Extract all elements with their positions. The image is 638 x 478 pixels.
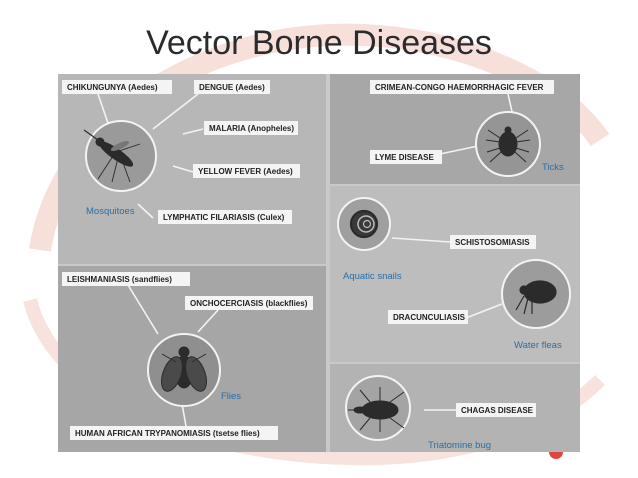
svg-text:CHAGAS DISEASE: CHAGAS DISEASE: [461, 406, 534, 415]
triatomine-caption: Triatomine bug: [428, 440, 491, 451]
tick-icon: [485, 126, 531, 163]
triatomine-bug-icon: [348, 387, 405, 432]
svg-text:MALARIA (Anopheles): MALARIA (Anopheles): [209, 124, 294, 133]
svg-text:LYME DISEASE: LYME DISEASE: [375, 153, 434, 162]
snail-icon: [349, 209, 379, 239]
mosquitoes-caption: Mosquitoes: [86, 206, 135, 217]
snail-flea-connectors: [391, 237, 503, 319]
ticks-caption: Ticks: [542, 162, 564, 173]
lyme-disease-label: LYME DISEASE: [370, 150, 442, 164]
water-flea-icon: [515, 280, 557, 315]
svg-text:ONCHOCERCIASIS (blackflies): ONCHOCERCIASIS (blackflies): [190, 299, 308, 308]
onchocerciasis-label: ONCHOCERCIASIS (blackflies): [185, 296, 313, 310]
slide-title: Vector Borne Diseases: [146, 24, 492, 62]
svg-text:HUMAN AFRICAN TRYPANOMIASIS (t: HUMAN AFRICAN TRYPANOMIASIS (tsetse flie…: [75, 429, 260, 438]
cchf-label: CRIMEAN-CONGO HAEMORRHAGIC FEVER: [370, 80, 554, 94]
flies-connectors: [127, 284, 219, 427]
svg-text:LYMPHATIC FILARIASIS (Culex): LYMPHATIC FILARIASIS (Culex): [163, 213, 285, 222]
flies-caption: Flies: [221, 391, 241, 402]
dracunculiasis-label: DRACUNCULIASIS: [388, 310, 468, 324]
fly-icon: [161, 346, 207, 392]
svg-text:CRIMEAN-CONGO HAEMORRHAGIC FEV: CRIMEAN-CONGO HAEMORRHAGIC FEVER: [375, 83, 544, 92]
svg-text:SCHISTOSOMIASIS: SCHISTOSOMIASIS: [455, 238, 530, 247]
svg-text:LEISHMANIASIS (sandflies): LEISHMANIASIS (sandflies): [67, 275, 172, 284]
leishmaniasis-label: LEISHMANIASIS (sandflies): [62, 272, 190, 286]
svg-text:YELLOW FEVER (Aedes): YELLOW FEVER (Aedes): [198, 167, 293, 176]
mosquito-icon: [83, 129, 141, 183]
trypanomiasis-label: HUMAN AFRICAN TRYPANOMIASIS (tsetse flie…: [70, 426, 278, 440]
lymphatic-filariasis-label: LYMPHATIC FILARIASIS (Culex): [158, 210, 292, 224]
mosquito-connectors: [97, 93, 204, 219]
chagas-disease-label: CHAGAS DISEASE: [456, 403, 536, 417]
svg-text:DRACUNCULIASIS: DRACUNCULIASIS: [393, 313, 466, 322]
vector-infographic: Mosquitoes CHIKUNGUNYA (Aedes) DENGUE (A…: [58, 74, 580, 452]
schistosomiasis-label: SCHISTOSOMIASIS: [450, 235, 536, 249]
aquatic-snails-caption: Aquatic snails: [343, 271, 402, 282]
malaria-label: MALARIA (Anopheles): [204, 121, 298, 135]
svg-text:CHIKUNGUNYA (Aedes): CHIKUNGUNYA (Aedes): [67, 83, 158, 92]
water-fleas-caption: Water fleas: [514, 340, 562, 351]
yellow-fever-label: YELLOW FEVER (Aedes): [193, 164, 300, 178]
chikungunya-label: CHIKUNGUNYA (Aedes): [62, 80, 172, 94]
svg-text:DENGUE (Aedes): DENGUE (Aedes): [199, 83, 265, 92]
dengue-label: DENGUE (Aedes): [194, 80, 270, 94]
